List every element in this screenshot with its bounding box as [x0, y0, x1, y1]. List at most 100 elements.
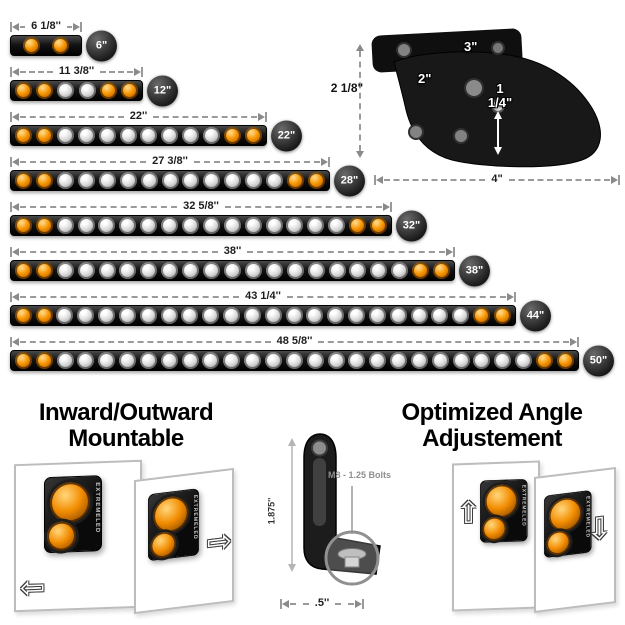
white-led-lens: [265, 262, 283, 279]
dim-dashes: [224, 205, 383, 208]
white-led-lens: [389, 307, 407, 324]
dim-arrow-left-icon: [12, 22, 19, 31]
white-led-lens: [202, 217, 220, 234]
light-bar-row: 43 1/4''44": [10, 290, 579, 331]
dim-dashes: [193, 160, 321, 163]
amber-led-lens: [14, 127, 32, 144]
led-light-bar: 50": [10, 345, 614, 376]
illustration-card: EXTREMELED ⇧: [452, 460, 540, 612]
light-bar-row: 48 5/8''50": [10, 335, 614, 376]
dim-arrow-left-icon: [12, 202, 19, 211]
dim-tick: [10, 66, 12, 77]
white-led-lens: [224, 172, 242, 189]
white-led-lens: [56, 352, 74, 369]
amber-lens: [482, 516, 507, 542]
amber-led-lens: [14, 352, 32, 369]
white-led-lens: [139, 307, 157, 324]
feature-title-angle: Optimized Angle Adjustement: [401, 399, 583, 453]
amber-led-lens: [14, 217, 32, 234]
white-led-lens: [306, 352, 324, 369]
illustration-card: EXTREMELED ⇨: [134, 467, 234, 615]
amber-led-lens: [35, 352, 53, 369]
white-led-lens: [182, 217, 200, 234]
amber-lens: [150, 530, 177, 560]
amber-lens: [47, 521, 76, 552]
dim-tick: [10, 111, 12, 122]
amber-led-lens: [15, 82, 33, 99]
amber-led-lens: [23, 37, 40, 54]
arrow-down-icon: ⇩: [586, 511, 612, 548]
white-led-lens: [223, 352, 241, 369]
amber-led-lens: [556, 352, 574, 369]
white-led-lens: [119, 127, 137, 144]
amber-led-lens: [473, 307, 491, 324]
dim-tick: [362, 598, 364, 609]
white-led-lens: [56, 262, 74, 279]
amber-led-lens: [36, 82, 54, 99]
white-led-lens: [286, 217, 304, 234]
white-led-lens: [370, 262, 388, 279]
dim-dashes: [359, 51, 361, 151]
amber-led-lens: [370, 217, 388, 234]
white-led-lens: [202, 352, 220, 369]
dim-dashes: [20, 115, 124, 118]
size-badge: 6": [86, 30, 117, 61]
white-led-lens: [306, 307, 324, 324]
dimension-line: 48 5/8'': [10, 335, 580, 348]
dimension-line: 6 1/8'': [10, 20, 83, 33]
light-bar-row: 32 5/8''32": [10, 200, 579, 241]
dim-arrow-left-icon: [12, 112, 19, 121]
dimension-line: 32 5/8'': [10, 200, 393, 213]
white-led-lens: [140, 127, 158, 144]
dim-dashes: [153, 115, 257, 118]
white-led-lens: [243, 307, 261, 324]
dimension-label: 22'': [129, 110, 148, 122]
light-pod: EXTREMELED: [480, 478, 528, 543]
white-led-lens: [266, 172, 284, 189]
light-bar-row: 6 1/8''6": [10, 20, 579, 61]
bracket-dim-4in: 4": [491, 173, 503, 185]
dim-dashes: [20, 70, 53, 73]
bracket-dim-1-1-4in: 1 1/4": [487, 81, 513, 110]
l-bracket-image: [288, 433, 381, 586]
dim-arrow-right-icon: [73, 22, 81, 31]
dim-arrow-up-icon: [356, 44, 364, 51]
white-led-lens: [139, 352, 157, 369]
white-led-lens: [327, 307, 345, 324]
amber-led-lens: [14, 262, 32, 279]
dim-dashes: [20, 25, 26, 28]
white-led-lens: [77, 217, 95, 234]
white-led-lens: [160, 307, 178, 324]
bracket-dim-3in: 3": [464, 39, 478, 54]
white-led-lens: [264, 307, 282, 324]
dim-dashes: [384, 178, 486, 181]
dim-tick: [390, 201, 393, 212]
arrow-up-icon: ⇧: [456, 496, 482, 531]
dim-arrow-left-icon: [12, 247, 19, 256]
white-led-lens: [182, 127, 200, 144]
dim-dashes: [508, 178, 610, 181]
amber-led-lens: [287, 172, 305, 189]
white-led-lens: [348, 307, 366, 324]
white-led-lens: [56, 172, 74, 189]
white-led-lens: [515, 352, 533, 369]
bracket-height-label: 1.875'': [266, 497, 277, 525]
white-led-lens: [244, 217, 262, 234]
white-led-lens: [98, 307, 116, 324]
light-bars-list: 6 1/8''6"11 3/8''12"22''22"27 3/8''28"32…: [10, 20, 614, 380]
bracket-dim-2-1-8in: 2 1/8": [330, 81, 364, 95]
angle-adjustment-illustration: EXTREMELED ⇧ EXTREMELED ⇩: [452, 458, 616, 616]
amber-lens: [546, 529, 571, 557]
dimension-line: 11 3/8'': [10, 65, 143, 78]
white-led-lens: [182, 262, 200, 279]
amber-led-lens: [535, 352, 553, 369]
dim-dashes: [290, 602, 309, 605]
white-led-lens: [78, 82, 96, 99]
amber-led-lens: [493, 307, 511, 324]
light-bar-row: 22''22": [10, 110, 579, 151]
dim-tick: [10, 156, 12, 167]
white-led-lens: [328, 217, 346, 234]
amber-led-lens: [14, 172, 32, 189]
amber-led-lens: [52, 37, 69, 54]
